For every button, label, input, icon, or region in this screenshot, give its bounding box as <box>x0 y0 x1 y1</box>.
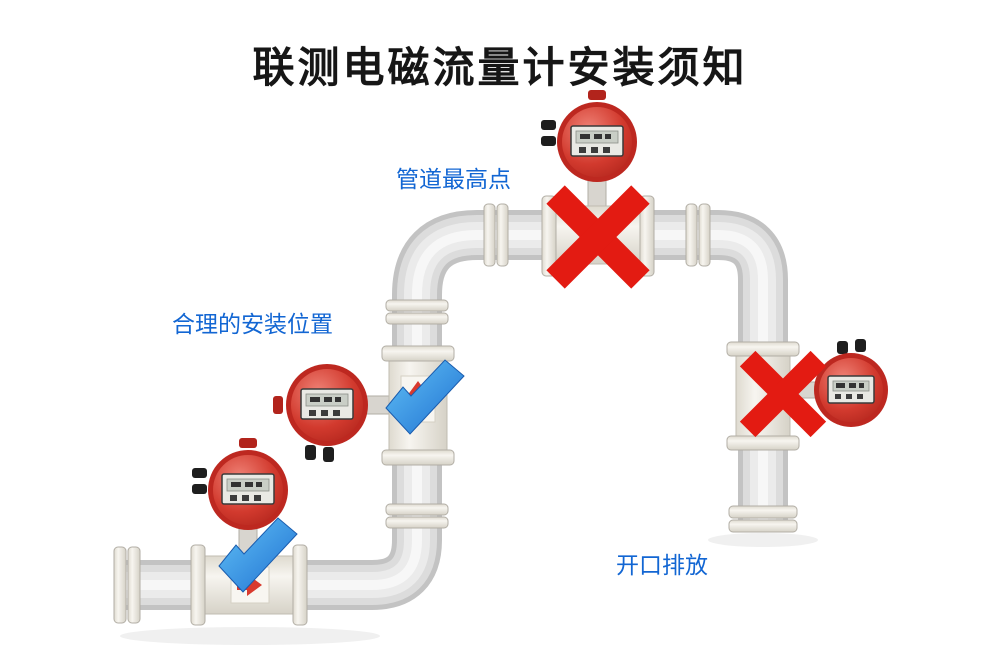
cross-icon-discharge <box>739 350 827 438</box>
flowmeter-wrong-discharge <box>726 339 888 451</box>
pipe-run <box>120 210 788 610</box>
meter-flange <box>726 341 800 357</box>
pipe-flanges-horizontal <box>385 299 798 533</box>
meter-flange <box>541 195 557 277</box>
check-icon-riser <box>385 359 465 435</box>
transmitter-head <box>273 364 368 462</box>
transmitter-head <box>192 438 288 530</box>
meter-flange <box>292 544 308 626</box>
transmitter-head <box>814 339 888 427</box>
transmitter-head <box>541 90 637 182</box>
label-open-discharge: 开口排放 <box>616 552 708 578</box>
label-good-install-position: 合理的安装位置 <box>172 311 333 337</box>
meter-flange <box>381 345 455 362</box>
meter-flange <box>639 195 655 277</box>
meter-display <box>221 473 275 505</box>
meter-display <box>570 125 624 157</box>
check-icon-bottom <box>218 517 298 593</box>
open-discharge-flange <box>728 505 798 533</box>
meter-flange <box>381 449 455 466</box>
ground-shadows <box>120 533 818 645</box>
pipe-flanges <box>113 203 711 624</box>
page-title: 联测电磁流量计安装须知 <box>252 44 748 91</box>
meter-flange <box>190 544 206 626</box>
flowmeter-correct-bottom <box>190 438 308 626</box>
meter-flange <box>726 435 800 451</box>
label-pipe-highest-point: 管道最高点 <box>396 166 511 192</box>
cross-icon-top <box>546 185 650 289</box>
meter-display <box>300 388 354 420</box>
meter-display <box>827 375 875 404</box>
